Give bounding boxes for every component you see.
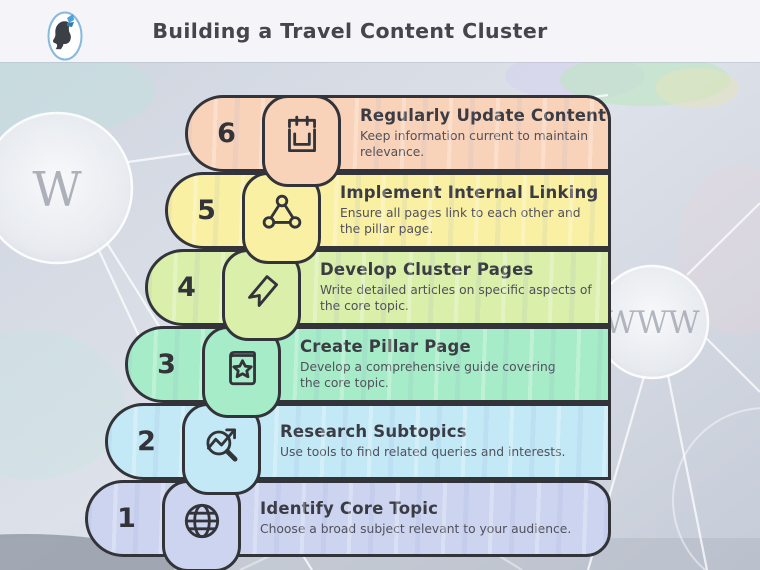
step-text: Create Pillar Page Develop a comprehensi… bbox=[300, 329, 573, 399]
step-row-2: 2 Research Subtopics Use tools to find r… bbox=[105, 402, 611, 495]
butterfly-wing2 bbox=[67, 22, 74, 27]
step-icon-capsule bbox=[202, 325, 281, 418]
head-silhouette bbox=[53, 21, 71, 50]
step-description: Ensure all pages link to each other and … bbox=[340, 205, 581, 236]
step-text: Regularly Update Content Keep informatio… bbox=[360, 98, 606, 168]
step-number-badge: 5 bbox=[197, 194, 216, 226]
search-trend-icon bbox=[205, 427, 237, 462]
step-description: Develop a comprehensive guide covering t… bbox=[300, 359, 556, 390]
step-description: Use tools to find related queries and in… bbox=[280, 444, 566, 459]
step-row-4: 4 Develop Cluster Pages Write detailed a… bbox=[145, 248, 611, 341]
step-row-1: 1 Identify Core Topic Choose a broad sub… bbox=[85, 479, 611, 570]
step-title: Research Subtopics bbox=[280, 421, 467, 441]
globe-icon bbox=[184, 503, 219, 538]
header-bar: Building a Travel Content Cluster bbox=[0, 0, 760, 62]
linked-nodes-icon bbox=[262, 194, 301, 229]
www-watermark-left: W bbox=[32, 162, 82, 218]
www-node-right: WWW bbox=[594, 264, 710, 380]
step-title: Regularly Update Content bbox=[360, 105, 607, 125]
step-title: Create Pillar Page bbox=[300, 336, 471, 356]
step-title: Implement Internal Linking bbox=[340, 182, 599, 202]
step-number-badge: 3 bbox=[157, 348, 176, 380]
head-with-butterfly-logo bbox=[47, 11, 83, 61]
step-row-6: 6 Regularly Update Content Keep informat… bbox=[185, 94, 611, 187]
book-star-icon bbox=[228, 350, 256, 385]
bookmark-icon bbox=[247, 274, 278, 307]
step-description: Choose a broad subject relevant to your … bbox=[260, 521, 572, 536]
step-text: Identify Core Topic Choose a broad subje… bbox=[260, 483, 571, 553]
step-number-badge: 2 bbox=[137, 425, 156, 457]
page-title: Building a Travel Content Cluster bbox=[152, 19, 548, 43]
step-row-3: 3 Create Pillar Page Develop a comprehen… bbox=[125, 325, 611, 418]
step-icon-capsule bbox=[162, 479, 241, 570]
butterfly-wing bbox=[67, 14, 74, 23]
step-icon-capsule bbox=[262, 94, 341, 187]
step-number-badge: 1 bbox=[117, 502, 136, 534]
step-description: Write detailed articles on specific aspe… bbox=[320, 282, 592, 313]
www-node-left: W bbox=[0, 111, 134, 265]
step-description: Keep information current to maintain rel… bbox=[360, 128, 588, 159]
step-text: Develop Cluster Pages Write detailed art… bbox=[320, 252, 607, 322]
step-text: Research Subtopics Use tools to find rel… bbox=[280, 406, 565, 476]
notepad-icon bbox=[287, 115, 316, 152]
step-number-badge: 6 bbox=[217, 117, 236, 149]
step-number-badge: 4 bbox=[177, 271, 196, 303]
step-text: Implement Internal Linking Ensure all pa… bbox=[340, 175, 603, 245]
step-title: Develop Cluster Pages bbox=[320, 259, 534, 279]
www-watermark-right: WWW bbox=[604, 305, 700, 341]
step-title: Identify Core Topic bbox=[260, 498, 439, 518]
step-row-5: 5 Implement Internal Linking Ensure all … bbox=[165, 171, 611, 264]
step-icon-capsule bbox=[182, 402, 261, 495]
